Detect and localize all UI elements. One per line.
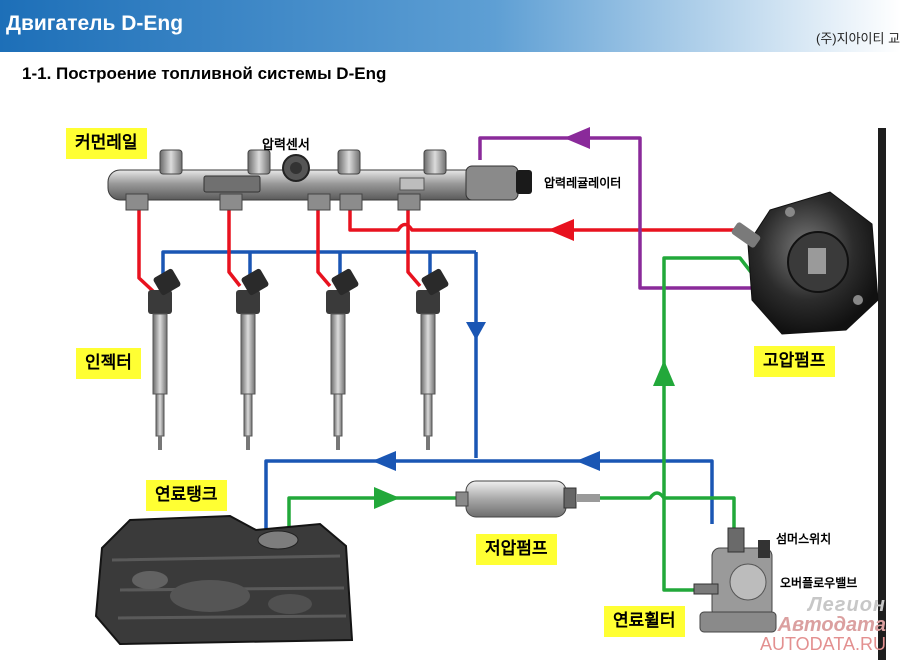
high-pressure-pump [731,191,879,335]
label-pressure-regulator: 압력레귤레이터 [544,176,622,190]
watermark: Легион Автодата AUTODATA.RU [760,595,886,653]
arrow-down [466,322,486,340]
injector-4 [416,268,449,450]
watermark-line-3: AUTODATA.RU [759,634,886,654]
label-fuel-filter: 연료휠터 [604,606,685,637]
arrow-left [564,127,590,149]
injector-2 [236,268,269,450]
label-common-rail: 커먼레일 [66,128,147,159]
label-low-pressure-pump: 저압펌프 [476,534,557,565]
photo-edge [878,128,886,660]
watermark-line-2: Автодата [777,614,886,636]
common-rail [107,149,532,211]
arrow-right [374,487,400,509]
return-arrows [372,322,600,471]
arrow-left [372,451,396,471]
regulator-line [478,136,756,290]
fuel-tank [94,514,354,646]
low-pressure-pump [455,480,600,518]
injectors [148,268,449,450]
watermark-line-1: Легион [807,594,886,616]
label-fuel-tank: 연료탱크 [146,480,227,511]
injector-3 [326,268,359,450]
arrow-left [576,451,600,471]
high-pressure-lines [137,200,744,294]
company-name: (주)지아이티 교육 [816,31,900,46]
arrow-up [653,360,675,386]
header-bar: Двигатель D-Eng (주)지아이티 교육 [0,0,900,52]
fuel-filter [693,527,777,633]
return-lines [161,250,714,540]
label-pressure-sensor: 압력센서 [262,138,310,153]
page-title: Двигатель D-Eng [6,12,184,35]
label-overflow-valve: 오버플로우밸브 [780,576,858,590]
injector-1 [148,268,181,450]
section-title: 1-1. Построение топливной системы D-Eng [22,64,387,83]
arrow-left [548,219,574,241]
label-injector: 인젝터 [76,348,141,379]
label-sensor-switch: 섬머스위치 [776,532,832,546]
label-high-pressure-pump: 고압펌프 [754,346,835,377]
